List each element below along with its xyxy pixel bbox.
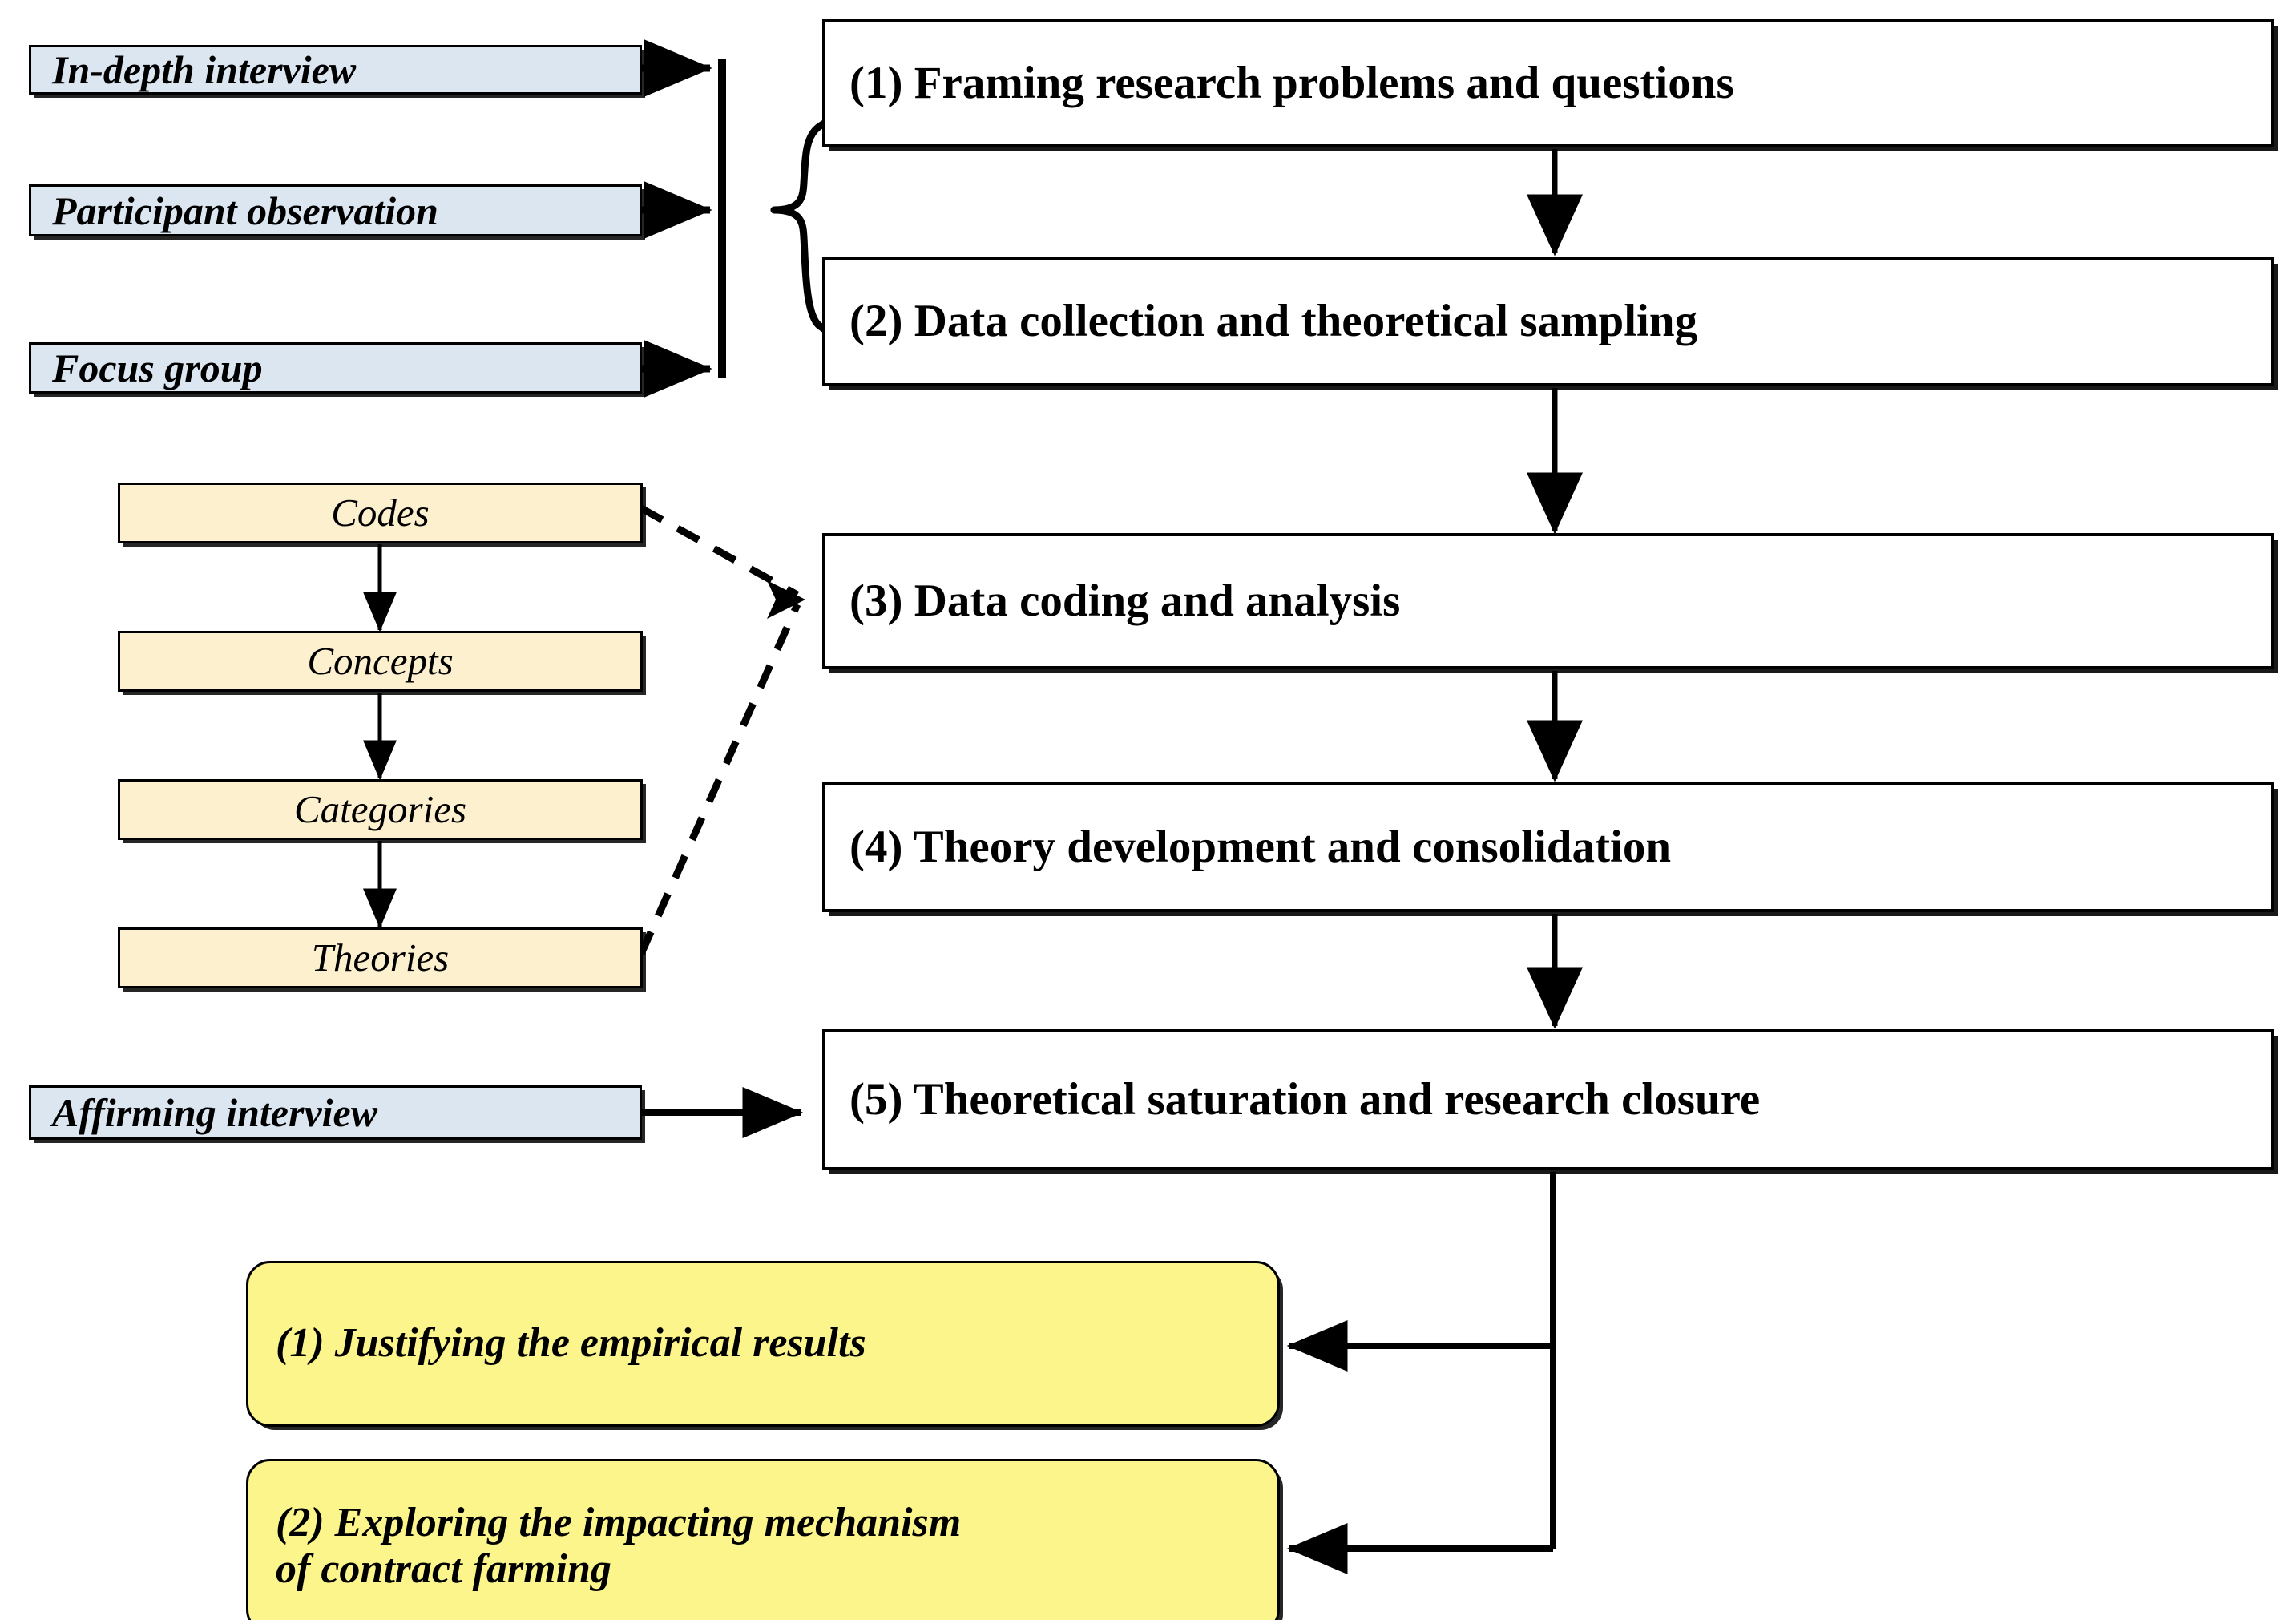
- source-label: In-depth interview: [52, 47, 357, 92]
- source-label: Participant observation: [52, 188, 438, 233]
- outcome-label-line1: (2) Exploring the impacting mechanism: [276, 1499, 962, 1545]
- ladder-label: Concepts: [307, 638, 454, 683]
- stage-label: (5) Theoretical saturation and research …: [849, 1074, 1761, 1125]
- source-box-affirming-interview[interactable]: Affirming interview: [29, 1085, 642, 1140]
- outcome-box-1-justifying-empirical-results[interactable]: (1) Justifying the empirical results: [246, 1261, 1280, 1427]
- source-to-collector-arrows: [641, 39, 712, 398]
- source-box-focus-group[interactable]: Focus group: [29, 342, 642, 394]
- stage-box-2-data-collection[interactable]: (2) Data collection and theoretical samp…: [822, 257, 2274, 386]
- dashed-link-codes-to-stage3: [639, 505, 800, 598]
- stage5-to-outcomes: [1286, 1172, 1556, 1574]
- ladder-label: Theories: [311, 935, 450, 980]
- stage-box-4-theory-development[interactable]: (4) Theory development and consolidation: [822, 782, 2274, 912]
- ladder-box-theories[interactable]: Theories: [118, 927, 643, 988]
- outcome-box-2-exploring-impacting-mechanism[interactable]: (2) Exploring the impacting mechanism of…: [246, 1459, 1280, 1620]
- outcome-label-line2: of contract farming: [276, 1546, 611, 1592]
- stage-label: (1) Framing research problems and questi…: [849, 58, 1734, 109]
- dashed-link-theories-to-stage3: [637, 603, 801, 955]
- source-label: Affirming interview: [52, 1090, 378, 1135]
- ladder-box-categories[interactable]: Categories: [118, 779, 643, 840]
- outcome-label: (1) Justifying the empirical results: [276, 1320, 866, 1367]
- stage-label: (3) Data coding and analysis: [849, 576, 1401, 627]
- stage-label: (4) Theory development and consolidation: [849, 821, 1672, 872]
- stage-box-1-framing-research-problems[interactable]: (1) Framing research problems and questi…: [822, 19, 2274, 147]
- source-box-participant-observation[interactable]: Participant observation: [29, 184, 642, 236]
- source-label: Focus group: [52, 345, 263, 390]
- ladder-box-codes[interactable]: Codes: [118, 483, 643, 543]
- ladder-label: Categories: [293, 786, 467, 831]
- ladder-label: Codes: [331, 490, 430, 535]
- source-box-in-depth-interview[interactable]: In-depth interview: [29, 45, 642, 95]
- stage-box-3-data-coding-and-analysis[interactable]: (3) Data coding and analysis: [822, 533, 2274, 669]
- stage-box-5-theoretical-saturation[interactable]: (5) Theoretical saturation and research …: [822, 1029, 2274, 1170]
- outcome-label-group: (2) Exploring the impacting mechanism of…: [276, 1500, 961, 1593]
- ladder-box-concepts[interactable]: Concepts: [118, 631, 643, 692]
- stage-label: (2) Data collection and theoretical samp…: [849, 296, 1698, 347]
- dashed-link-arrowhead: [767, 580, 805, 619]
